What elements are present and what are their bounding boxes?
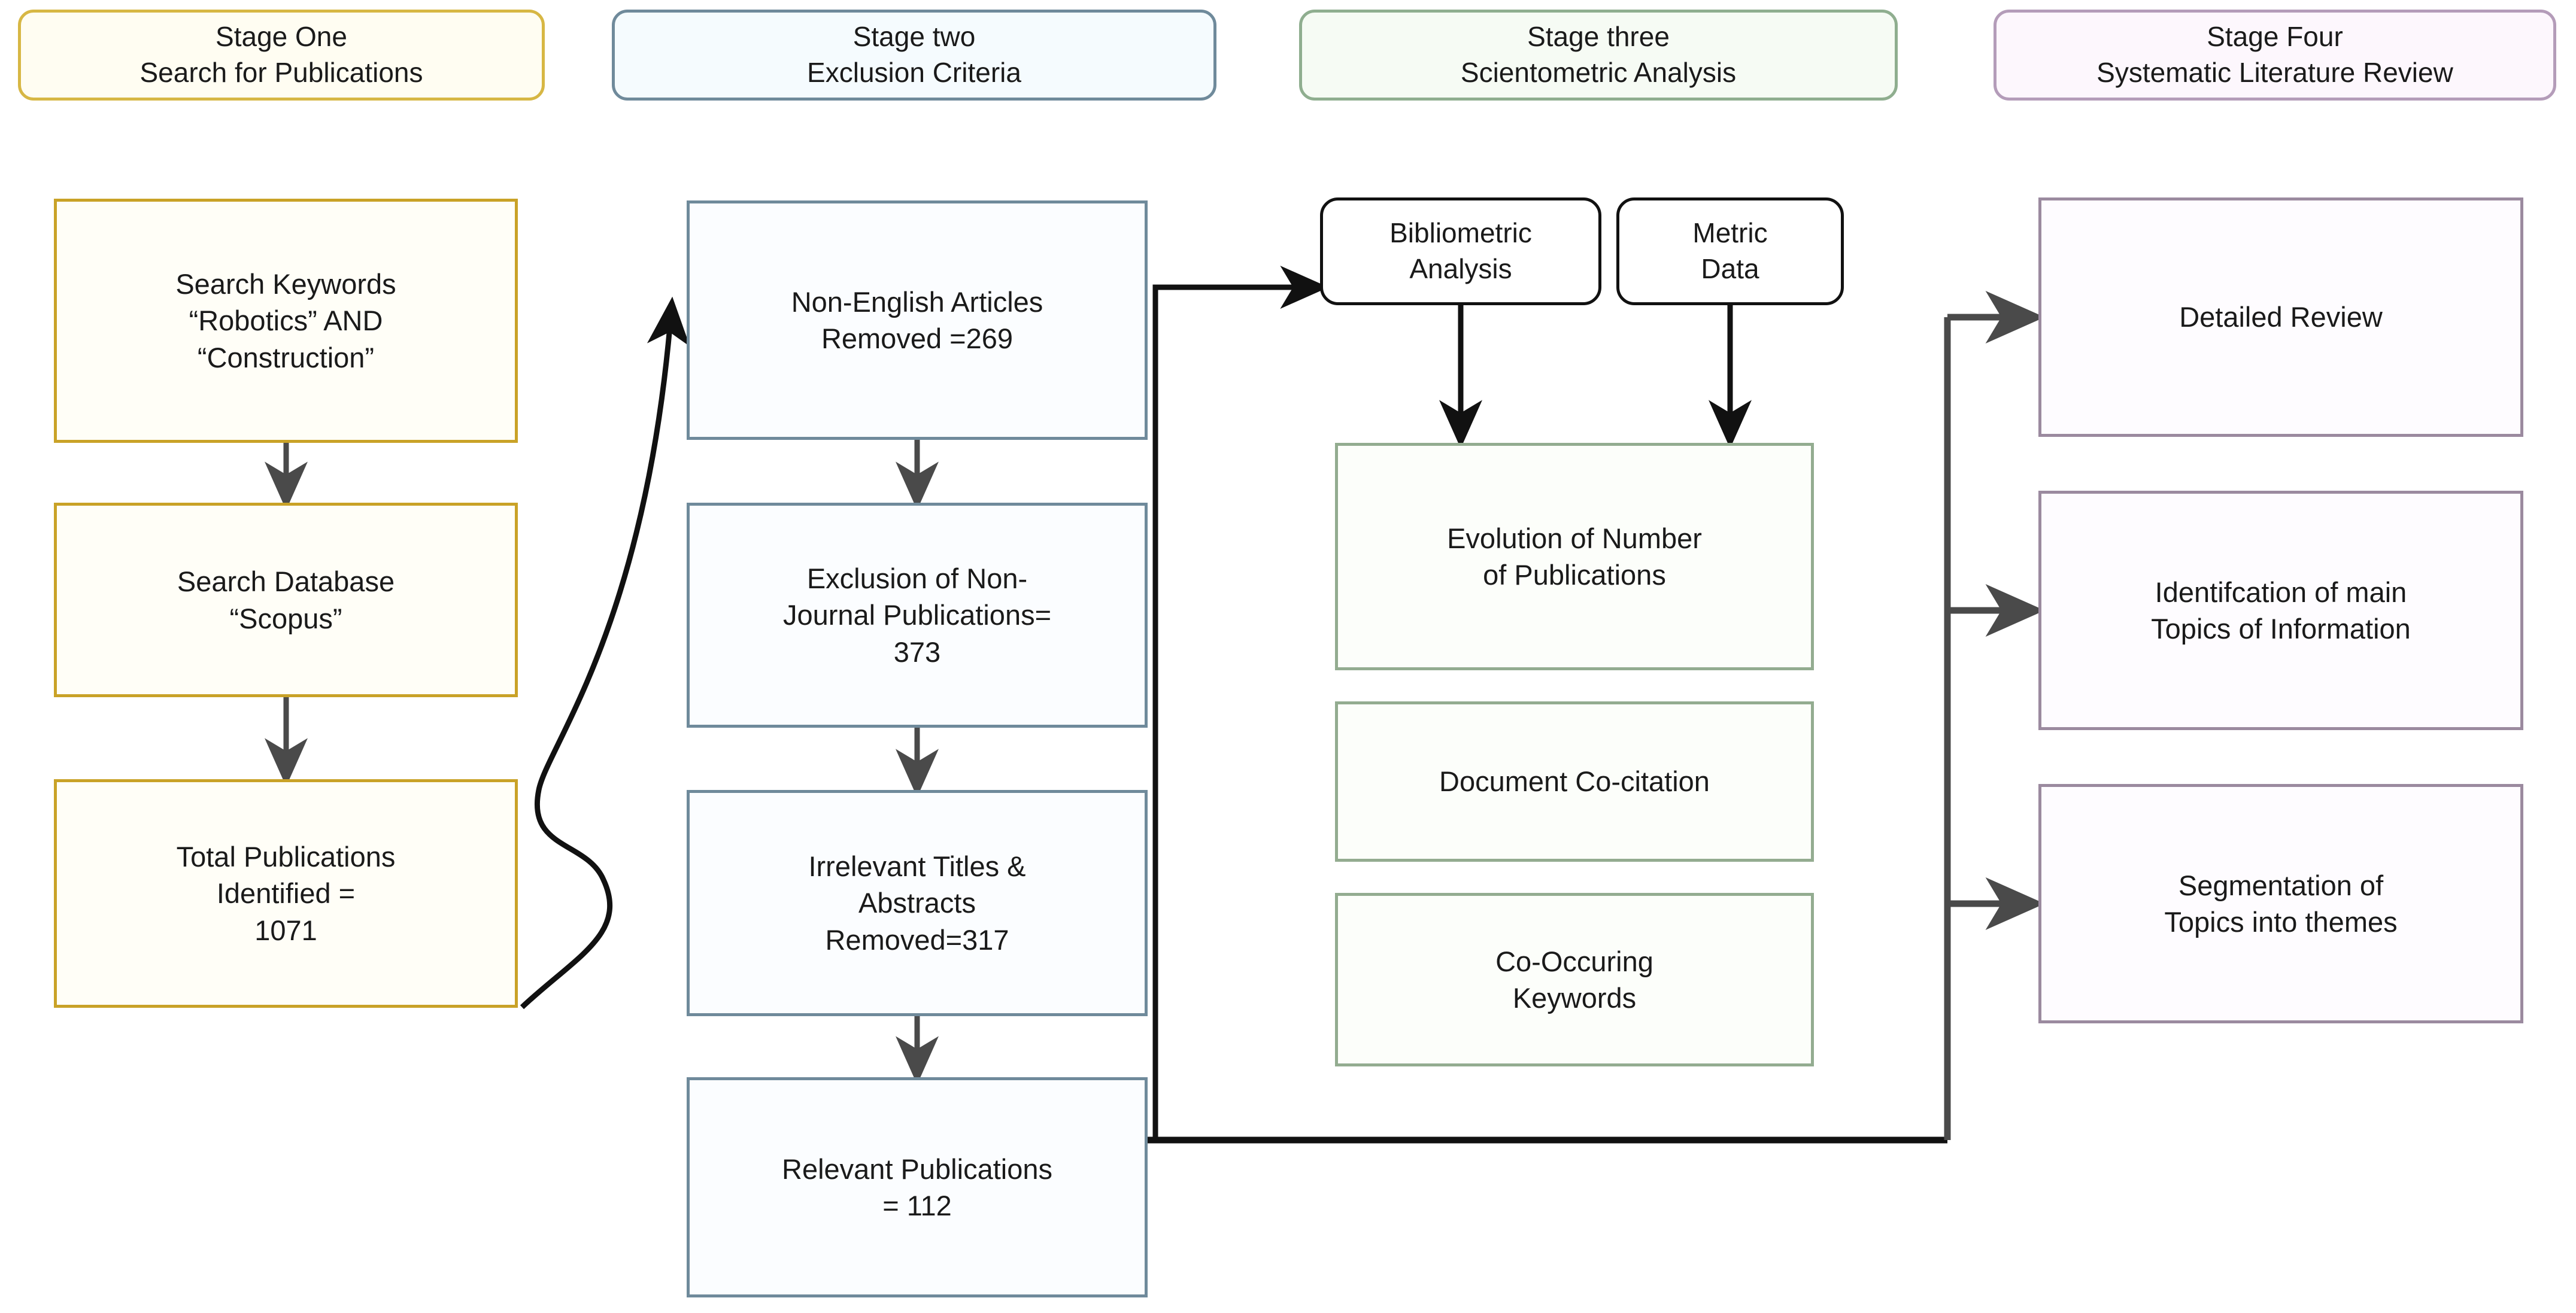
connector-bus-to-bibliometric (1152, 266, 1329, 1140)
node-evolution-of-publications: Evolution of Number of Publications (1335, 443, 1814, 670)
node-total-publications: Total Publications Identified = 1071 (54, 779, 518, 1008)
node-exclusion-non-journal: Exclusion of Non- Journal Publications= … (687, 503, 1148, 728)
node-search-database: Search Database “Scopus” (54, 503, 518, 697)
node-document-co-citation: Document Co-citation (1335, 701, 1814, 862)
node-metric-data: Metric Data (1616, 197, 1844, 305)
node-relevant-publications: Relevant Publications = 112 (687, 1077, 1148, 1297)
node-identification-of-main-topics: Identifcation of main Topics of Informat… (2038, 491, 2523, 730)
node-bibliometric-analysis: Bibliometric Analysis (1320, 197, 1601, 305)
arrow-total-to-nonenglish (520, 296, 690, 1010)
node-search-keywords: Search Keywords “Robotics” AND “Construc… (54, 199, 518, 443)
node-irrelevant-titles: Irrelevant Titles & Abstracts Removed=31… (687, 790, 1148, 1016)
node-non-english-articles: Non-English Articles Removed =269 (687, 200, 1148, 440)
node-segmentation-of-topics: Segmentation of Topics into themes (2038, 784, 2523, 1023)
node-co-occuring-keywords: Co-Occuring Keywords (1335, 893, 1814, 1066)
node-detailed-review: Detailed Review (2038, 197, 2523, 437)
